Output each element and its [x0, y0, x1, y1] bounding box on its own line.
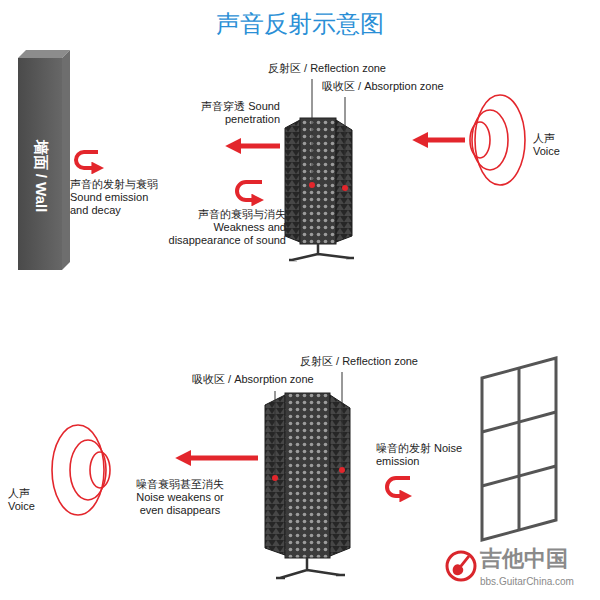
u-turn-arrows [76, 152, 410, 496]
wall-block: 墙面 / Wall [18, 58, 62, 270]
sound-arrow [188, 456, 258, 461]
stand [276, 558, 345, 578]
foam-wing [336, 120, 352, 242]
leader-line [345, 97, 346, 188]
logo-guitar [453, 555, 470, 575]
leader-dot [309, 182, 315, 188]
leader-line [275, 391, 276, 478]
leader-dot [342, 185, 348, 191]
zone-label: 吸收区 / Absorption zone [192, 373, 314, 386]
wave [52, 425, 104, 515]
diagram-title: 声音反射示意图 [0, 10, 600, 39]
u-turn-arrow [387, 478, 410, 496]
acoustic-screen [265, 393, 350, 578]
voice-label: 人声 Voice [8, 487, 48, 513]
sound-label: 声音穿透 Sound penetration [168, 100, 280, 126]
wall-side [62, 50, 70, 270]
perforated-panel [285, 393, 330, 558]
watermark-url: bbs.GuitarChina.com [480, 576, 574, 588]
window-mullion [518, 368, 521, 530]
wall-top [18, 50, 70, 58]
window-mullion [482, 466, 556, 486]
watermark-logo [447, 552, 475, 580]
noise-label: 噪音的发射 Noise emission [376, 442, 468, 468]
perforated-panel [300, 118, 336, 244]
leader-line [342, 372, 343, 470]
leader-dot [272, 475, 278, 481]
acoustic-screen [285, 118, 354, 260]
wall-label: 墙面 / Wall [31, 140, 50, 213]
sound-arrow [425, 138, 465, 143]
window-frame [482, 358, 556, 540]
sound-arrow [238, 144, 280, 149]
sound-waves [470, 95, 525, 185]
sound-label: 声音的衰弱与消失 Weakness and disappearance of s… [154, 208, 286, 248]
window [482, 358, 556, 540]
voice-label: 人声 Voice [533, 132, 575, 158]
foam-wing [330, 395, 350, 556]
watermark: 吉他中国 [480, 546, 568, 572]
u-turn-arrow [76, 152, 98, 168]
zone-label: 吸收区 / Absorption zone [322, 80, 444, 93]
leader-dot [339, 467, 345, 473]
sound-label: 声音的发射与衰弱 Sound emission and decay [70, 178, 164, 218]
logo-ring [447, 552, 475, 580]
leader-lines [275, 79, 345, 478]
sound-waves [52, 425, 110, 515]
u-turn-arrow [237, 182, 262, 200]
stand [289, 244, 354, 260]
zone-label: 反射区 / Reflection zone [268, 62, 386, 75]
noise-label: 噪音衰弱甚至消失 Noise weakens or even disappear… [128, 478, 232, 518]
zone-label: 反射区 / Reflection zone [300, 355, 418, 368]
wave [475, 95, 525, 185]
window-mullion [482, 412, 556, 432]
foam-wing [285, 120, 300, 242]
wave [90, 452, 110, 488]
leader-line [312, 79, 313, 185]
red-arrows [188, 140, 465, 458]
